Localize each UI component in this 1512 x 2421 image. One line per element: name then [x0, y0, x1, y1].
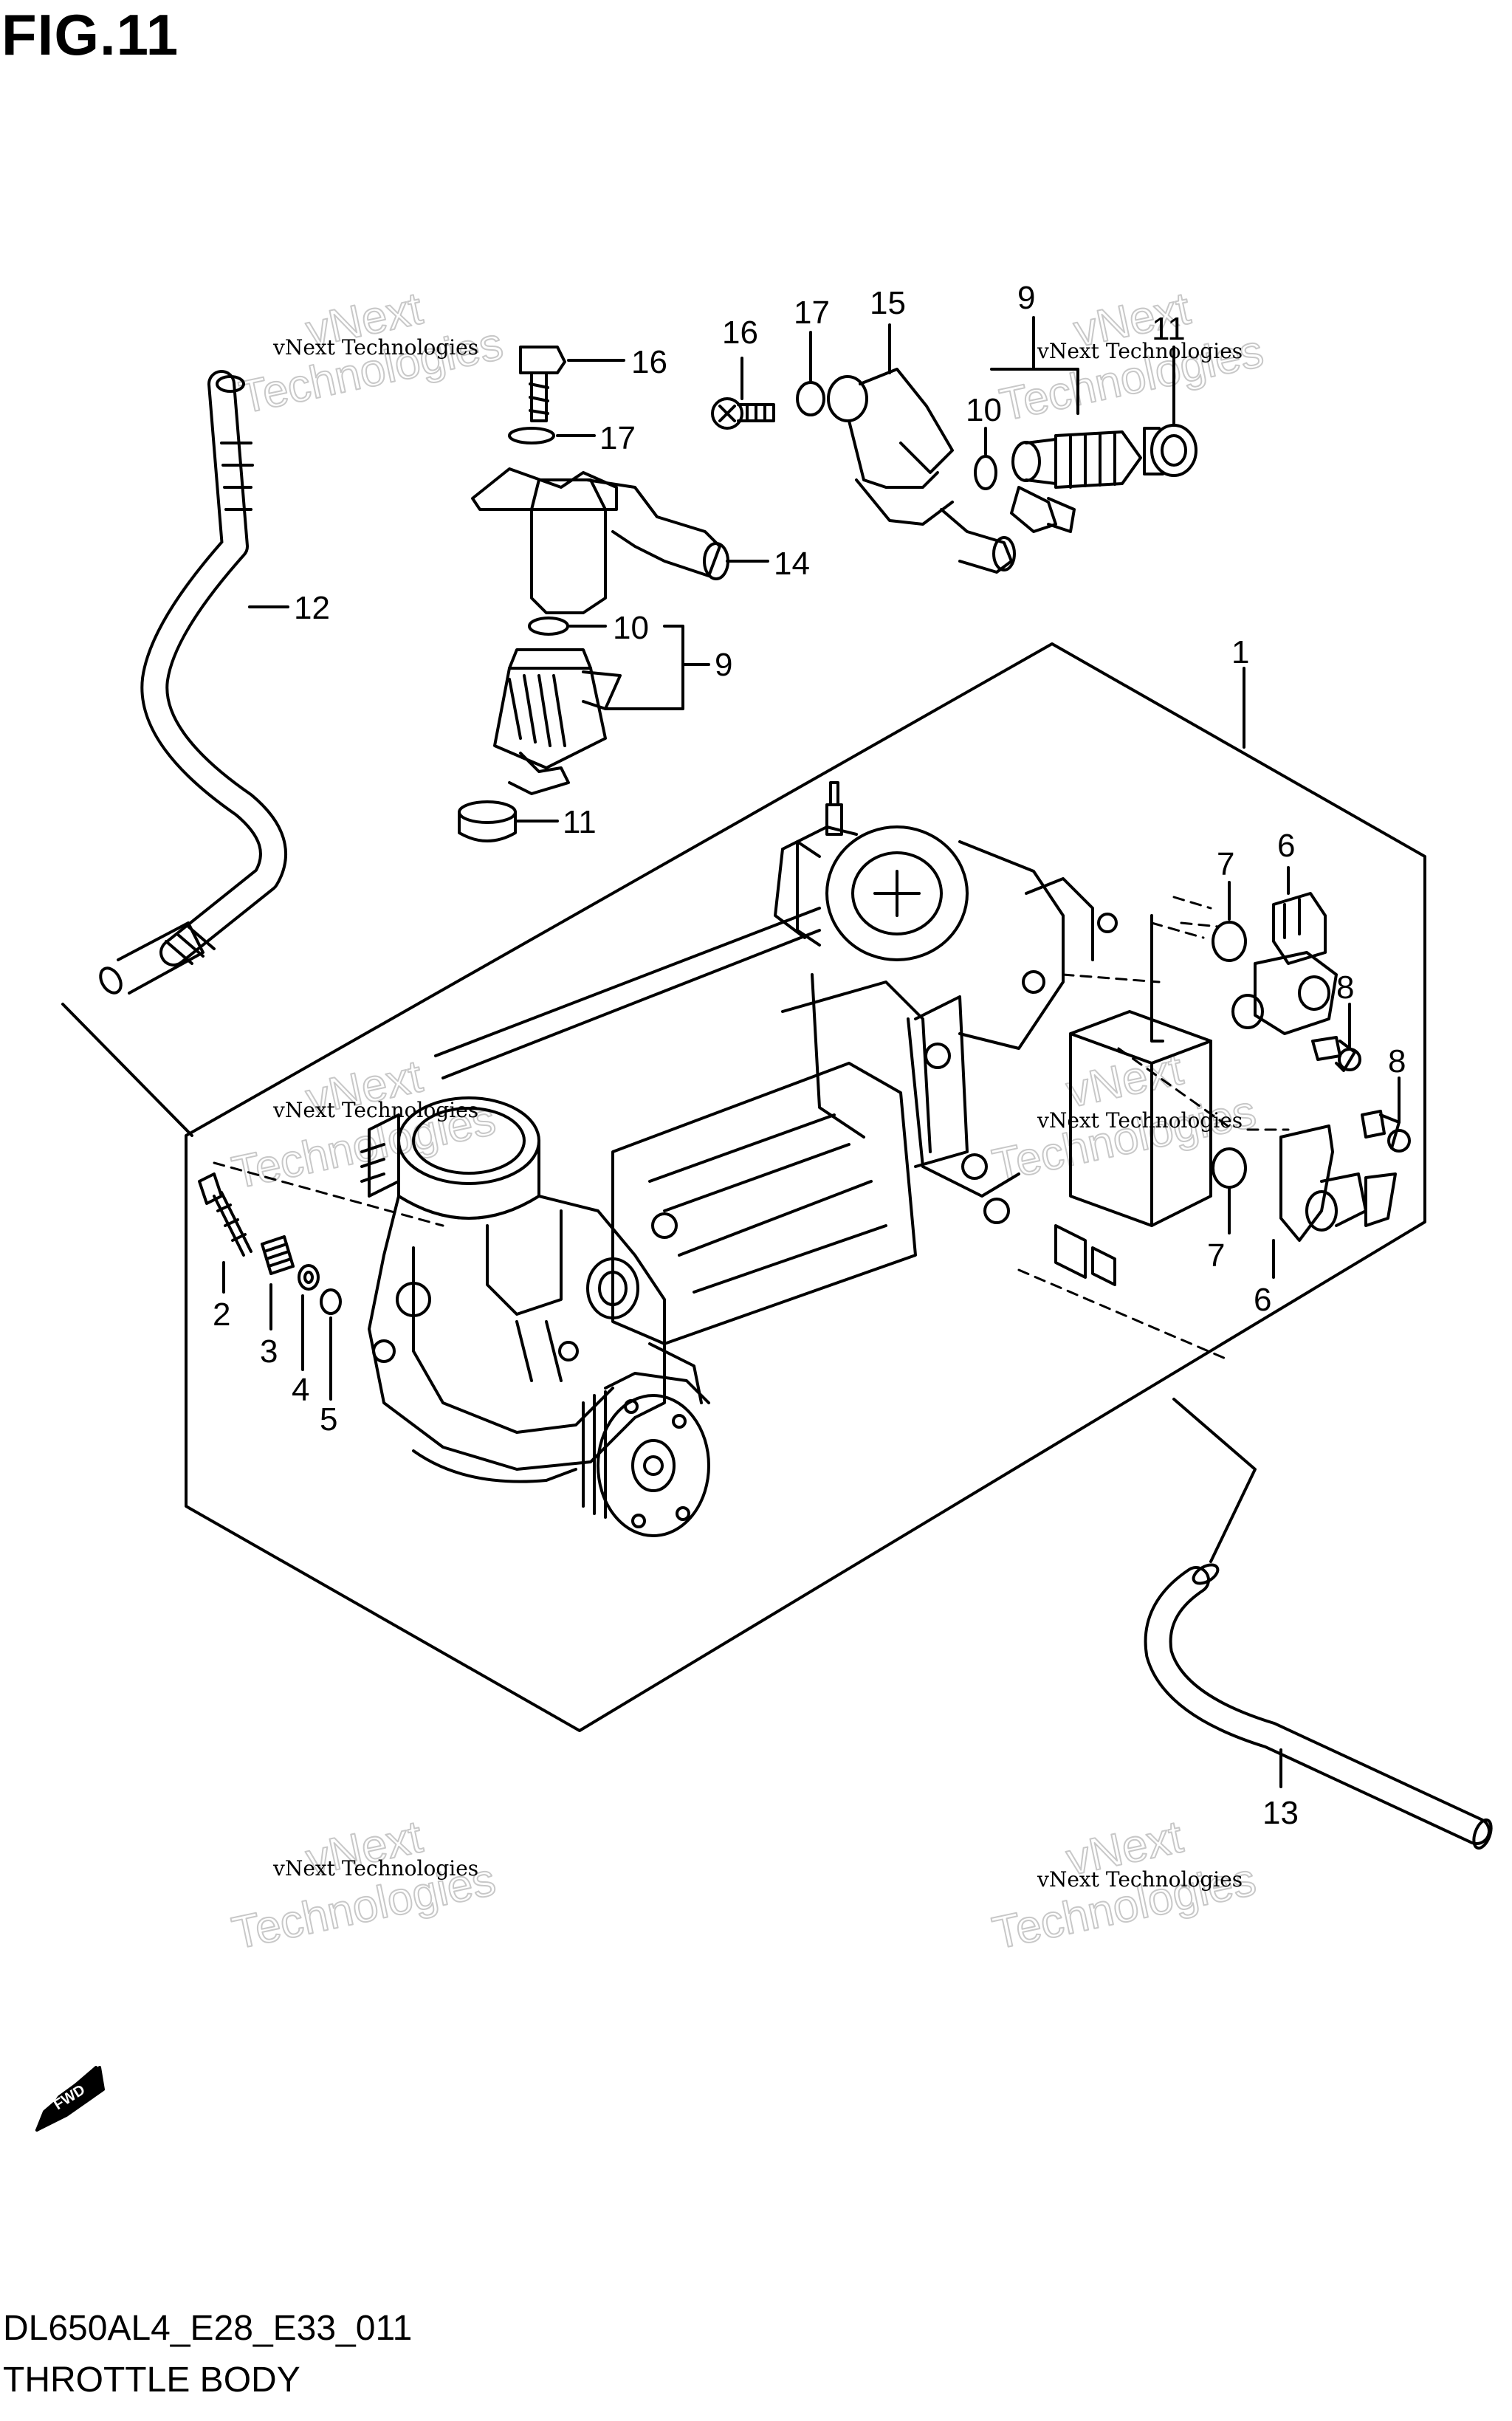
injector-9-left — [493, 648, 622, 795]
callout-5: 5 — [320, 1401, 337, 1438]
washer-17-upper — [508, 427, 555, 444]
callout-2: 2 — [213, 1297, 230, 1333]
watermark-mid-right: Technologies vNext vNext Technologies — [988, 1043, 1261, 1192]
callout-13: 13 — [1262, 1795, 1299, 1831]
callout-labels: 1 2 3 4 5 6 6 7 7 8 8 9 9 10 10 11 11 12… — [213, 280, 1406, 1831]
watermark-bottom-left: Technologies vNext vNext Technologies — [227, 1810, 501, 1960]
o-ring-10-upper-left — [528, 617, 569, 636]
callout-11-left: 11 — [563, 804, 597, 840]
callout-9-left: 9 — [715, 647, 732, 683]
sensor-6-upper — [1231, 892, 1338, 1035]
callout-10-left: 10 — [613, 610, 649, 646]
callout-16-mid: 16 — [722, 315, 758, 351]
diagram-code: DL650AL4_E28_E33_011 — [3, 2309, 413, 2348]
callout-8-upper: 8 — [1336, 969, 1354, 1006]
callout-10-upper-right: 10 — [966, 392, 1002, 428]
diagram-caption: THROTTLE BODY — [3, 2360, 300, 2400]
grommet-11-left — [458, 800, 517, 842]
o-ring-10-upper-right — [974, 455, 997, 490]
callout-16-upper: 16 — [631, 344, 667, 380]
bolt-16-mid — [711, 397, 775, 430]
callout-17-upper: 17 — [599, 420, 636, 456]
washer-4 — [298, 1264, 320, 1291]
hose-12 — [99, 370, 287, 995]
screw-8-upper — [1311, 1036, 1361, 1072]
callout-14: 14 — [774, 546, 810, 582]
o-ring-7-lower — [1212, 1147, 1247, 1189]
svg-text:vNext Technologies: vNext Technologies — [272, 1856, 478, 1881]
svg-text:vNext Technologies: vNext Technologies — [1037, 1867, 1243, 1892]
injector-9-right — [1010, 430, 1142, 533]
callout-7-upper: 7 — [1217, 846, 1234, 882]
callout-15: 15 — [870, 285, 906, 321]
hose-13 — [1144, 1563, 1493, 1850]
dashed-guide-lines — [213, 896, 1290, 1360]
callout-17-mid: 17 — [794, 295, 830, 331]
fwd-direction-marker: FWD — [35, 2066, 105, 2132]
assembly-outline-box — [185, 642, 1426, 1732]
svg-text:vNext Technologies: vNext Technologies — [272, 335, 478, 360]
watermark-top-right: Technologies vNext vNext Technologies — [995, 282, 1268, 431]
callout-6-upper: 6 — [1277, 828, 1295, 864]
washer-17-mid — [796, 381, 825, 416]
callout-7-lower: 7 — [1207, 1237, 1225, 1274]
bracket-sensor-mount — [1150, 914, 1164, 1043]
leader-13-to-box — [1172, 1398, 1257, 1563]
callout-8-lower: 8 — [1388, 1043, 1406, 1079]
o-ring-7-upper — [1212, 921, 1247, 962]
callout-6-lower: 6 — [1254, 1282, 1271, 1318]
screw-8-lower — [1361, 1110, 1411, 1153]
callout-3: 3 — [260, 1333, 278, 1370]
spring-3 — [261, 1235, 295, 1275]
callout-1: 1 — [1231, 634, 1249, 670]
svg-text:vNext Technologies: vNext Technologies — [1037, 339, 1243, 363]
callout-9-upper-right: 9 — [1017, 280, 1035, 316]
watermark-bottom-right: Technologies vNext vNext Technologies — [988, 1810, 1261, 1960]
bracket-9-upper-left — [604, 625, 684, 710]
throttle-body-assembly-1 — [360, 781, 1212, 1537]
sensor-6-lower — [1279, 1124, 1397, 1242]
screw-2 — [198, 1172, 252, 1257]
delivery-pipe-14 — [471, 467, 729, 614]
leader-12-to-box — [61, 1003, 193, 1137]
figure-title: FIG.11 — [1, 2, 179, 67]
callout-4: 4 — [292, 1372, 309, 1408]
watermark-top-left: Technologies vNext vNext Technologies — [235, 282, 508, 424]
bolt-16-upper — [519, 346, 566, 422]
bracket-9-upper-right — [990, 368, 1079, 415]
o-ring-5 — [320, 1288, 342, 1315]
callout-12: 12 — [294, 590, 330, 626]
grommet-11-right — [1143, 424, 1197, 477]
callout-11-right: 11 — [1152, 311, 1186, 347]
